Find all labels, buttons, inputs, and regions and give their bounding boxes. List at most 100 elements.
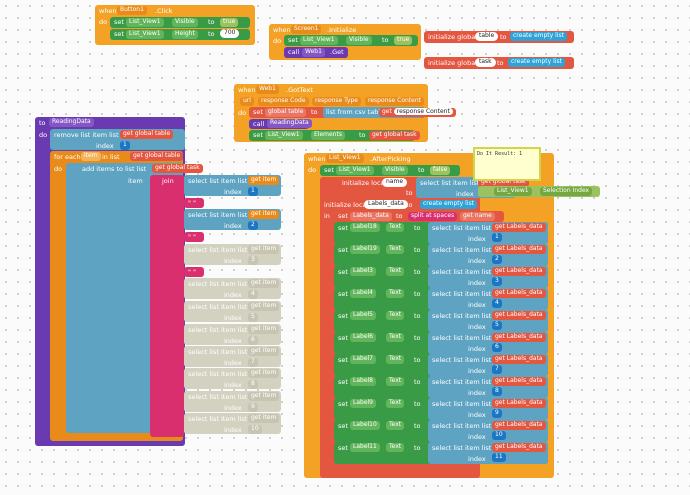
number-block[interactable]: 1 [492, 233, 502, 242]
get-labels-data[interactable]: get Labels_data [492, 245, 546, 254]
number-block[interactable]: 5 [492, 321, 502, 330]
label-component-dropdown[interactable]: Label9 [350, 399, 377, 408]
select-list-item-block[interactable]: select list item list get item index 2 [184, 209, 281, 230]
set-elements-block[interactable]: set List_View1 Elements to get global ta… [249, 130, 420, 141]
text-property-dropdown[interactable]: Text [386, 443, 405, 452]
get-labels-data[interactable]: get Labels_data [492, 443, 546, 452]
number-block[interactable]: 2 [248, 221, 258, 230]
text-separator-block[interactable]: " " [184, 267, 204, 277]
select-list-item-block-disabled[interactable]: select list item list get item index 3 [184, 244, 281, 265]
loop-variable-field[interactable]: item [81, 152, 101, 161]
property-dropdown[interactable]: Height [172, 30, 198, 39]
variable-dropdown[interactable]: Labels_data [506, 333, 543, 340]
number-block[interactable]: 10 [492, 431, 506, 440]
get-item[interactable]: get item [248, 245, 280, 254]
variable-dropdown[interactable]: item [262, 210, 277, 217]
variable-dropdown[interactable]: item [262, 279, 277, 286]
button1-click-event[interactable]: when Button1 .Click do set List_View1 Vi… [95, 5, 255, 45]
local-variable-field[interactable]: Labels_data [364, 200, 408, 209]
boolean-block[interactable]: true [394, 36, 413, 45]
get-global-task[interactable]: get global task [369, 131, 420, 140]
get-global-table[interactable]: get global table [120, 130, 174, 139]
call-readingdata-block[interactable]: call ReadingData [249, 119, 312, 129]
boolean-block[interactable]: false [430, 166, 451, 175]
set-visible-block[interactable]: set List_View1 Visible to false [320, 165, 460, 176]
get-global-task[interactable]: get global task [478, 178, 529, 187]
variable-dropdown[interactable]: item [262, 245, 277, 252]
get-labels-data[interactable]: get Labels_data [492, 223, 546, 232]
label-component-dropdown[interactable]: Label7 [350, 355, 377, 364]
variable-dropdown[interactable]: Labels_data [506, 289, 543, 296]
variable-dropdown[interactable]: global task [492, 178, 526, 185]
text-property-dropdown[interactable]: Text [386, 355, 405, 364]
label-component-dropdown[interactable]: Label3 [350, 267, 377, 276]
variable-dropdown[interactable]: global table [144, 152, 181, 159]
label-component-dropdown[interactable]: Label19 [350, 245, 380, 254]
component-dropdown[interactable]: Screen1 [291, 25, 322, 34]
number-block[interactable]: 7 [492, 365, 502, 374]
number-block[interactable]: 1 [248, 187, 258, 196]
number-block[interactable]: 4 [248, 290, 258, 299]
number-block[interactable]: 8 [248, 380, 258, 389]
get-labels-data[interactable]: get Labels_data [492, 289, 546, 298]
variable-dropdown[interactable]: Labels_data [506, 245, 543, 252]
select-list-item-block-disabled[interactable]: select list item list get item index 6 [184, 324, 281, 345]
get-item[interactable]: get item [248, 210, 280, 219]
web1-gottext-event[interactable]: when Web1 .GotText url response Code res… [234, 84, 456, 142]
setter-block[interactable]: set List_View1 Height to 700 [110, 29, 250, 40]
text-property-dropdown[interactable]: Text [386, 377, 405, 386]
variable-dropdown[interactable]: Labels_data [506, 223, 543, 230]
procedure-dropdown[interactable]: ReadingData [267, 119, 312, 128]
variable-dropdown[interactable]: Labels_data [506, 355, 543, 362]
component-dropdown[interactable]: List_View1 [300, 36, 338, 45]
create-empty-list-block[interactable]: create empty list [420, 200, 477, 209]
label-component-dropdown[interactable]: Label18 [350, 223, 380, 232]
component-dropdown[interactable]: List_View1 [265, 131, 303, 140]
set-labels-data-block[interactable]: set Labels_data to split at spaces get n… [334, 211, 504, 222]
create-empty-list-block[interactable]: create empty list [510, 32, 567, 41]
get-labels-data[interactable]: get Labels_data [492, 355, 546, 364]
number-block[interactable]: 3 [248, 256, 258, 265]
variable-dropdown[interactable]: item [262, 302, 277, 309]
list-from-csv-block[interactable]: list from csv table text get response Co… [323, 107, 456, 118]
get-item[interactable]: get item [248, 325, 280, 334]
variable-dropdown[interactable]: global task [383, 131, 417, 138]
procedure-name-field[interactable]: ReadingData [49, 118, 94, 127]
number-block[interactable]: 9 [248, 403, 258, 412]
global-table-declaration[interactable]: initialize global table to create empty … [424, 31, 574, 43]
number-block[interactable]: 2 [492, 255, 502, 264]
get-name[interactable]: get name [460, 212, 495, 221]
select-list-item-block[interactable]: select list item list get item index 1 [184, 175, 281, 196]
text-separator-block[interactable]: " " [184, 232, 204, 242]
param-response-content[interactable]: response Content [365, 97, 425, 106]
get-global-table[interactable]: get global table [130, 152, 184, 161]
number-block[interactable]: 5 [248, 313, 258, 322]
variable-dropdown[interactable]: global table [265, 108, 307, 117]
get-item[interactable]: get item [248, 302, 280, 311]
component-dropdown[interactable]: Button1 [117, 6, 147, 15]
setter-block[interactable]: set List_View1 Visible to true [110, 17, 250, 28]
variable-dropdown[interactable]: item [262, 325, 277, 332]
number-block[interactable]: 4 [492, 299, 502, 308]
component-dropdown[interactable]: List_View1 [336, 166, 374, 175]
variable-dropdown[interactable]: Labels_data [350, 212, 392, 221]
get-labels-data[interactable]: get Labels_data [492, 377, 546, 386]
get-item[interactable]: get item [248, 176, 280, 185]
get-labels-data[interactable]: get Labels_data [492, 333, 546, 342]
param-url[interactable]: url [240, 97, 254, 106]
variable-dropdown[interactable]: item [262, 176, 277, 183]
number-block[interactable]: 7 [248, 358, 258, 367]
variable-dropdown[interactable]: Labels_data [506, 421, 543, 428]
number-block[interactable]: 6 [248, 336, 258, 345]
select-list-item-block-disabled[interactable]: select list item list get item index 10 [184, 413, 281, 434]
